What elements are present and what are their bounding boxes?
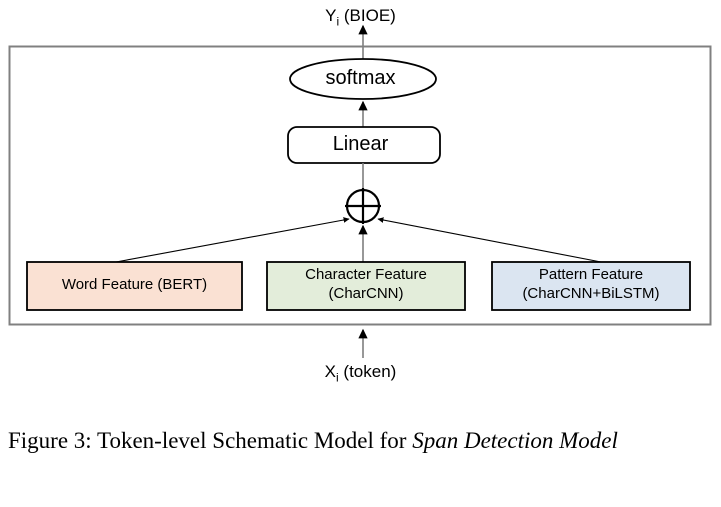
input-subscript: i [336, 370, 339, 385]
input-suffix: (token) [338, 362, 397, 381]
node-softmax [289, 58, 437, 100]
output-label: Yi (BIOE) [0, 6, 721, 29]
figure-caption: Figure 3: Token-level Schematic Model fo… [8, 426, 708, 456]
node-linear [287, 126, 441, 164]
schematic-diagram [8, 24, 712, 358]
character-feature-line1: Character Feature [305, 266, 427, 283]
caption-emphasis: Span Detection Model [412, 428, 618, 453]
pattern-feature-line2: (CharCNN+BiLSTM) [522, 284, 660, 302]
node-pattern-feature [491, 261, 691, 311]
node-character-feature [266, 261, 466, 311]
softmax-label: softmax [325, 67, 396, 89]
output-variable: Y [325, 6, 337, 25]
pattern-feature-label: Pattern Feature (CharCNN+BiLSTM) [492, 266, 690, 304]
input-variable: X [324, 362, 337, 381]
node-word-feature [26, 261, 243, 311]
edge-pattern-to-combine [377, 217, 602, 263]
word-feature-label: Word Feature (BERT) [27, 276, 242, 295]
character-feature-label: Character Feature (CharCNN) [267, 266, 465, 304]
character-feature-line2: (CharCNN) [328, 284, 404, 302]
caption-prefix: Figure 3: Token-level Schematic Model fo… [8, 428, 413, 453]
edge-word-to-combine [115, 217, 350, 263]
word-feature-line1: Word Feature (BERT) [61, 276, 208, 293]
input-label: Xi (token) [0, 362, 721, 385]
output-subscript: i [336, 14, 340, 29]
linear-label: Linear [332, 133, 389, 155]
output-suffix: (BIOE) [339, 6, 396, 25]
pattern-feature-line1: Pattern Feature [538, 266, 644, 283]
